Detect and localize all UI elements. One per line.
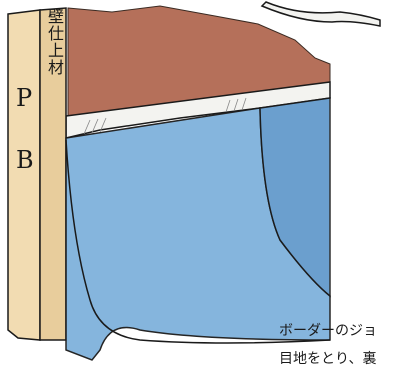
sheet-panel-right bbox=[259, 97, 331, 298]
board-label-p: P bbox=[16, 84, 33, 112]
caption-line-1: ボーダーのジョ bbox=[279, 323, 377, 339]
sheet-cove-edge bbox=[65, 139, 331, 344]
plaster-board bbox=[7, 9, 41, 341]
hook-tool bbox=[260, 1, 381, 27]
wall-finish-label: 壁仕上材 bbox=[45, 8, 64, 76]
caption-line-2: 目地をとり、裏 bbox=[279, 351, 377, 367]
edge-hatching bbox=[83, 97, 247, 135]
board-label-b: B bbox=[16, 146, 34, 174]
